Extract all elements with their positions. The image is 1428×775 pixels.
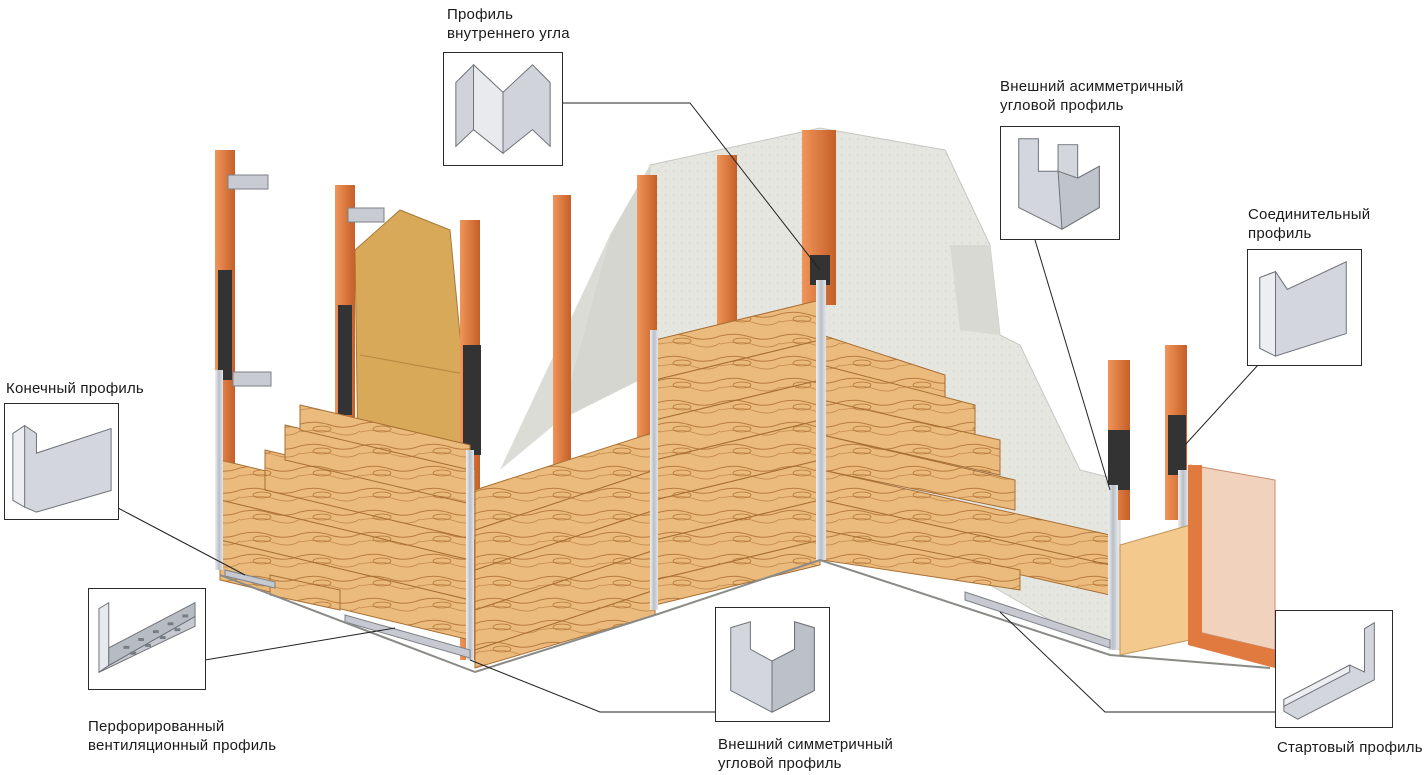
outer-sym-profile-callout — [715, 607, 830, 722]
base-line — [219, 558, 1271, 674]
starter-strips — [224, 569, 1111, 659]
outer-asym-profile-label: Внешний асимметричный угловой профиль — [1000, 78, 1184, 114]
asymmetric-outer-corner-profile-icon — [1018, 138, 1100, 230]
end-profile-icon — [12, 424, 112, 513]
end-profile-callout — [4, 403, 119, 520]
inner-corner-profile-callout — [443, 52, 563, 166]
starter-profile-callout — [1275, 610, 1393, 728]
right-wall-siding — [821, 334, 1111, 596]
inner-corner-profile-label: Профиль внутреннего угла — [447, 6, 570, 42]
connector-profile-label: Соединительный профиль — [1248, 206, 1371, 242]
end-profile-label: Конечный профиль — [6, 380, 144, 397]
symmetric-outer-corner-profile-icon — [730, 621, 815, 713]
starter-profile-label: Стартовый профиль — [1277, 739, 1423, 756]
left-wall-siding — [219, 404, 476, 641]
connector-profile-callout — [1247, 249, 1362, 366]
outer-sym-profile-label: Внешний симметричный угловой профиль — [718, 736, 894, 772]
middle-wall-siding — [474, 299, 821, 669]
leader-lines — [117, 102, 1278, 713]
connector-profile-icon — [1259, 261, 1347, 357]
perforated-ventilation-profile-icon — [98, 601, 196, 674]
outer-asym-profile-callout — [1000, 126, 1120, 240]
starter-profile-icon — [1283, 621, 1375, 720]
inner-corner-profile-icon — [455, 63, 551, 155]
end-panel — [1119, 464, 1276, 668]
perforated-profile-label: Перфорированный вентиляционный профиль — [88, 718, 277, 754]
perforated-profile-callout — [88, 588, 206, 690]
